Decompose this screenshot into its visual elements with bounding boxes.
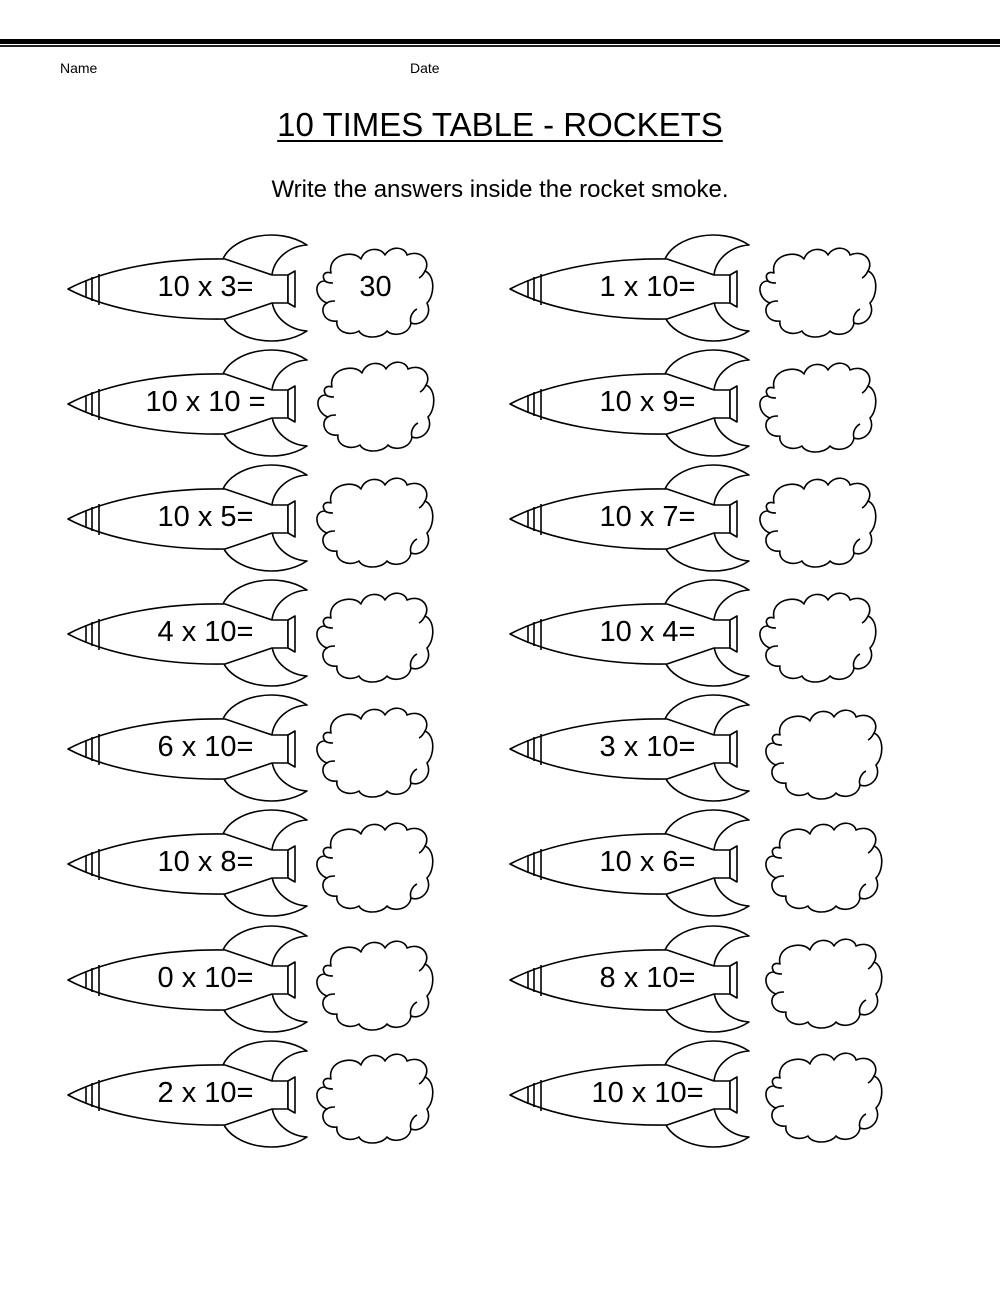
top-border-thick xyxy=(0,39,1000,44)
problem-text: 10 x 7= xyxy=(599,501,696,533)
cloud-icon xyxy=(759,592,877,683)
title-text: 10 TIMES TABLE - ROCKETS xyxy=(277,106,723,143)
problem-text: 2 x 10= xyxy=(157,1077,254,1109)
problem-text: 10 x 10 = xyxy=(145,386,266,418)
problem-text: 0 x 10= xyxy=(157,962,254,994)
rocket-problem: 1 x 10= xyxy=(509,228,950,343)
rocket-problem: 3 x 10= xyxy=(509,688,950,803)
cloud-icon xyxy=(759,477,877,568)
cloud-icon xyxy=(316,707,434,798)
instructions: Write the answers inside the rocket smok… xyxy=(271,176,729,203)
rocket-problem: 10 x 10 = xyxy=(67,343,508,458)
cloud-icon xyxy=(759,362,877,453)
rocket-problem: 10 x 3= 30 xyxy=(67,228,508,343)
problem-text: 10 x 9= xyxy=(599,386,696,418)
rocket-problem: 8 x 10= xyxy=(509,919,950,1034)
rocket-problem: 10 x 9= xyxy=(509,343,950,458)
top-border-thin xyxy=(0,45,1000,47)
problem-text: 10 x 3= xyxy=(157,271,254,303)
cloud-icon xyxy=(759,247,877,338)
rocket-problem: 6 x 10= xyxy=(67,688,508,803)
rocket-problem: 10 x 4= xyxy=(509,573,950,688)
problem-text: 1 x 10= xyxy=(599,271,696,303)
cloud-icon xyxy=(316,592,434,683)
rocket-problem: 10 x 10= xyxy=(509,1034,950,1149)
rocket-problem: 10 x 7= xyxy=(509,458,950,573)
worksheet-title: 10 TIMES TABLE - ROCKETS xyxy=(0,106,1000,144)
cloud-icon xyxy=(765,938,883,1029)
problem-text: 10 x 5= xyxy=(157,501,254,533)
rocket-problem: 10 x 6= xyxy=(509,803,950,918)
answer-cloud[interactable]: 30 xyxy=(359,271,392,303)
problem-text: 4 x 10= xyxy=(157,616,254,648)
problem-text: 10 x 6= xyxy=(599,846,696,878)
cloud-icon xyxy=(317,361,435,452)
rocket-problem: 0 x 10= xyxy=(67,919,508,1034)
problem-text: 8 x 10= xyxy=(599,962,696,994)
cloud-icon xyxy=(316,1053,434,1144)
date-label: Date xyxy=(410,60,440,76)
problem-text: 10 x 4= xyxy=(599,616,696,648)
rocket-problem: 10 x 8= xyxy=(67,803,508,918)
cloud-icon xyxy=(765,822,883,913)
cloud-icon xyxy=(765,709,883,800)
problem-text: 10 x 8= xyxy=(157,846,254,878)
cloud-icon xyxy=(316,477,434,568)
problem-text: 6 x 10= xyxy=(157,731,254,763)
cloud-icon xyxy=(316,822,434,913)
rocket-problem: 10 x 5= xyxy=(67,458,508,573)
cloud-icon xyxy=(316,940,434,1031)
problem-text: 10 x 10= xyxy=(591,1077,704,1109)
name-label: Name xyxy=(60,60,98,76)
rocket-problem: 2 x 10= xyxy=(67,1034,508,1149)
cloud-icon xyxy=(765,1052,883,1143)
problem-text: 3 x 10= xyxy=(599,731,696,763)
rocket-problem: 4 x 10= xyxy=(67,573,508,688)
